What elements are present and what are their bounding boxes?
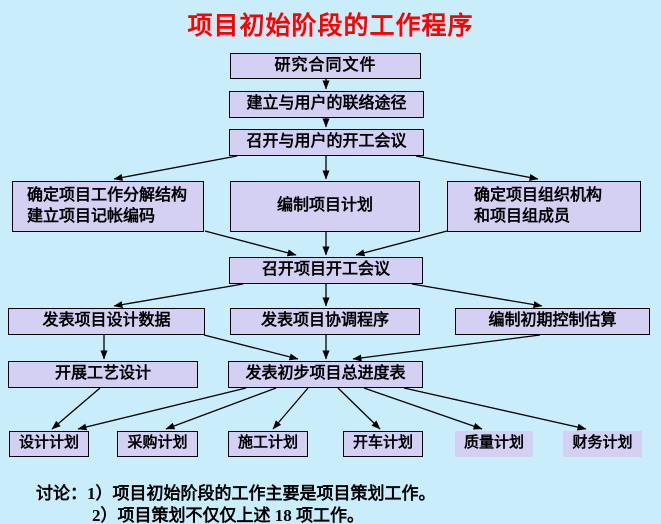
node-org-structure: 确定项目组织机构 和项目组成员 xyxy=(447,181,641,232)
arrow xyxy=(337,387,381,430)
node-procurement-plan: 采购计划 xyxy=(117,431,198,457)
node-initial-control-estimate: 编制初期控制估算 xyxy=(455,308,650,335)
arrow xyxy=(411,283,543,309)
arrow xyxy=(415,155,539,181)
arrow xyxy=(113,283,244,309)
node-research-contract: 研究合同文件 xyxy=(230,53,421,79)
arrow xyxy=(165,387,277,430)
node-preliminary-master-schedule: 发表初步项目总进度表 xyxy=(228,361,423,388)
arrow xyxy=(204,230,297,257)
node-wbs-accounting: 确定项目工作分解结构 建立项目记帐编码 xyxy=(12,181,204,232)
node-quality-plan: 质量计划 xyxy=(455,431,533,457)
arrow xyxy=(203,334,299,361)
discussion-line-2: 2）项目策划不仅仅上述 18 项工作。 xyxy=(92,506,364,524)
node-project-plan: 编制项目计划 xyxy=(230,181,420,232)
node-user-kickoff-meeting: 召开与用户的开工会议 xyxy=(229,129,424,156)
arrow-group xyxy=(51,79,587,431)
node-finance-plan: 财务计划 xyxy=(563,431,642,457)
node-establish-liaison: 建立与用户的联络途径 xyxy=(229,91,424,118)
arrow xyxy=(113,155,238,181)
discussion-line-1: 讨论：1）项目初始阶段的工作主要是项目策划工作。 xyxy=(36,484,436,503)
node-publish-coordination: 发表项目协调程序 xyxy=(230,308,420,335)
node-startup-plan: 开车计划 xyxy=(343,431,423,457)
arrow xyxy=(403,387,587,431)
node-project-kickoff-meeting: 召开项目开工会议 xyxy=(229,257,423,284)
arrow xyxy=(363,387,483,430)
node-process-design: 开展工艺设计 xyxy=(8,361,198,388)
node-design-plan: 设计计划 xyxy=(9,431,89,457)
arrow xyxy=(51,387,101,430)
node-publish-design-data: 发表项目设计数据 xyxy=(8,308,205,335)
arrow xyxy=(272,387,309,430)
arrow xyxy=(352,334,541,362)
page-title: 项目初始阶段的工作程序 xyxy=(187,13,474,40)
arrow xyxy=(77,387,247,431)
arrow xyxy=(355,230,448,257)
node-construction-plan: 施工计划 xyxy=(228,431,308,457)
